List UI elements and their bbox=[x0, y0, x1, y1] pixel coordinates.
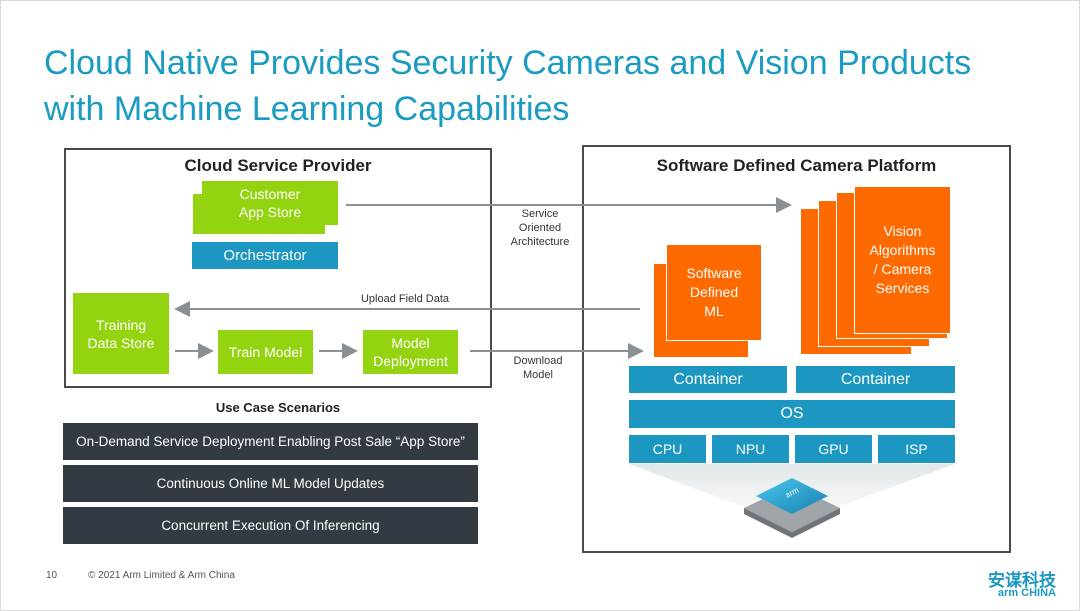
training-line-2: Data Store bbox=[87, 334, 155, 351]
os-label: OS bbox=[780, 405, 804, 422]
download-line-1: Download bbox=[513, 355, 563, 367]
train-model-label: Train Model bbox=[228, 344, 303, 360]
use-case-item-label: Continuous Online ML Model Updates bbox=[156, 476, 385, 491]
cloud-service-provider-title: Cloud Service Provider bbox=[184, 156, 372, 175]
soc-chip-base-edge bbox=[744, 508, 840, 538]
orchestrator-label: Orchestrator bbox=[223, 247, 307, 264]
chip-label-isp: ISP bbox=[905, 441, 928, 457]
slide-title: Cloud Native Provides Security Cameras a… bbox=[44, 40, 1044, 132]
sdml-line-2: Defined bbox=[689, 284, 739, 300]
copyright-text: © 2021 Arm Limited & Arm China bbox=[88, 570, 235, 581]
soc-chip-die bbox=[756, 478, 828, 514]
page-number: 10 bbox=[46, 570, 58, 581]
soa-line-2: Oriented bbox=[518, 222, 562, 234]
use-case-item: Concurrent Execution Of Inferencing bbox=[63, 507, 478, 544]
download-line-2: Model bbox=[523, 369, 553, 381]
deployment-line-1: Model bbox=[391, 335, 430, 351]
container-right-block: Container bbox=[796, 366, 955, 393]
use-case-item-label: On-Demand Service Deployment Enabling Po… bbox=[76, 434, 465, 449]
chip-block-isp: ISP bbox=[878, 435, 955, 463]
use-case-heading: Use Case Scenarios bbox=[215, 400, 341, 415]
title-line-2: with Machine Learning Capabilities bbox=[44, 90, 570, 128]
training-data-store-block: Training Data Store bbox=[73, 293, 169, 374]
sdml-line-1: Software bbox=[686, 265, 742, 281]
deployment-line-2: Deployment bbox=[373, 353, 448, 369]
vision-line-3: / Camera bbox=[873, 261, 932, 277]
title-line-1: Cloud Native Provides Security Cameras a… bbox=[44, 44, 972, 82]
vision-line-1: Vision bbox=[883, 223, 922, 239]
chip-label-gpu: GPU bbox=[818, 441, 849, 457]
orchestrator-block: Orchestrator bbox=[192, 242, 338, 269]
app-store-line-1: Customer bbox=[239, 186, 301, 202]
container-left-label: Container bbox=[673, 370, 743, 388]
sdml-line-3: ML bbox=[704, 303, 724, 319]
container-right-label: Container bbox=[840, 370, 911, 388]
soa-label: Service Oriented Architecture bbox=[497, 207, 583, 249]
chip-label-cpu: CPU bbox=[652, 441, 683, 457]
camera-platform-title: Software Defined Camera Platform bbox=[656, 156, 937, 175]
model-deployment-block: Model Deployment bbox=[363, 330, 458, 374]
app-store-line-2: App Store bbox=[238, 204, 302, 220]
chip-block-npu: NPU bbox=[712, 435, 789, 463]
chip-block-cpu: CPU bbox=[629, 435, 706, 463]
training-line-1: Training bbox=[95, 316, 147, 333]
upload-field-data-label: Upload Field Data bbox=[360, 293, 450, 305]
chip-label-npu: NPU bbox=[735, 441, 766, 457]
use-case-item: On-Demand Service Deployment Enabling Po… bbox=[63, 423, 478, 460]
use-case-item: Continuous Online ML Model Updates bbox=[63, 465, 478, 502]
use-case-item-label: Concurrent Execution Of Inferencing bbox=[161, 518, 380, 533]
soa-line-3: Architecture bbox=[510, 236, 570, 248]
arm-china-logo-en: arm CHINA bbox=[997, 587, 1056, 599]
os-block: OS bbox=[629, 400, 955, 428]
arm-china-logo-cn: 安谋科技 bbox=[988, 571, 1056, 590]
software-defined-ml-block: Software Defined ML bbox=[666, 244, 762, 341]
soa-line-1: Service bbox=[521, 208, 559, 220]
chip-block-gpu: GPU bbox=[795, 435, 872, 463]
vision-algorithms-block: Vision Algorithms / Camera Services bbox=[854, 186, 951, 334]
customer-app-store-block: Customer App Store bbox=[202, 181, 338, 225]
vision-line-2: Algorithms bbox=[869, 242, 936, 258]
container-left-block: Container bbox=[629, 366, 787, 393]
download-model-label: Download Model bbox=[500, 354, 576, 382]
vision-line-4: Services bbox=[875, 280, 930, 296]
train-model-block: Train Model bbox=[218, 330, 313, 374]
